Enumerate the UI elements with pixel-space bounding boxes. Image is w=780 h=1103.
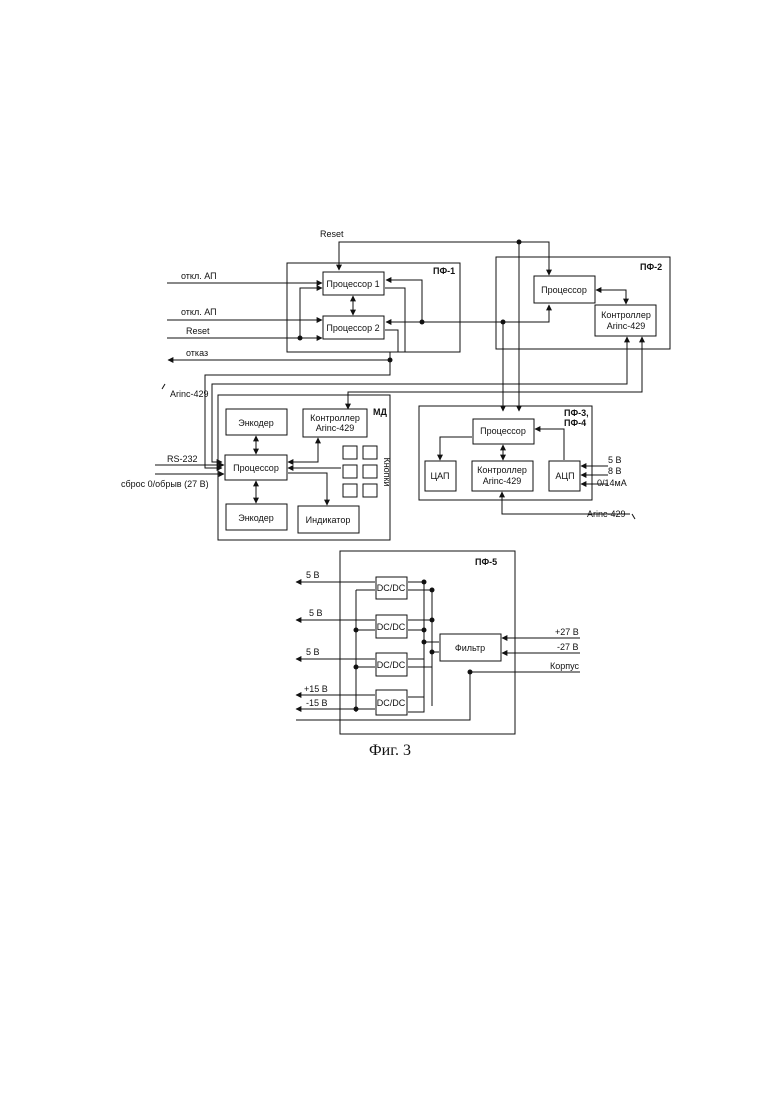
pf1-proc2-text: Процессор 2 — [326, 323, 379, 333]
figure-caption: Фиг. 3 — [0, 742, 780, 760]
md-button-5 — [343, 484, 357, 497]
pf1-join-line — [300, 288, 322, 338]
pf34-in2-text: 8 В — [608, 466, 622, 476]
md-proc-text: Процессор — [233, 463, 279, 473]
pf5-out5-text: -15 В — [306, 698, 328, 708]
junction-dot — [422, 628, 427, 633]
pf1-pf2-link — [422, 305, 549, 322]
pf5-in1-text: +27 В — [555, 627, 579, 637]
junction-dot — [354, 665, 359, 670]
pf1-otkaz-text: отказ — [186, 348, 208, 358]
md-ctrl-l1: Контроллер — [310, 413, 360, 423]
pf5-dcdc2-text: DC/DC — [377, 622, 406, 632]
pf2-ctrl-l2: Arinc-429 — [607, 321, 646, 331]
pf5-rail-a — [408, 582, 424, 712]
pf1-reset-text: Reset — [186, 326, 210, 336]
md-ctrl-l2: Arinc-429 — [316, 423, 355, 433]
md-button-2 — [363, 446, 377, 459]
md-buttons-text: Кнопки — [382, 457, 392, 486]
junction-dot — [501, 320, 506, 325]
pf5-out1-text: 5 В — [306, 570, 320, 580]
pf5-dcdc1-text: DC/DC — [377, 583, 406, 593]
junction-dot — [430, 650, 435, 655]
arinc-bus-3 — [205, 360, 390, 468]
pf34-in1-text: 5 В — [608, 455, 622, 465]
pf5-filter-text: Фильтр — [455, 643, 485, 653]
arinc-arrow-left — [162, 384, 165, 389]
junction-dot — [298, 336, 303, 341]
pf5-out3-text: 5 В — [306, 647, 320, 657]
junction-dot — [422, 640, 427, 645]
junction-dot — [420, 320, 425, 325]
pf5-rail-b — [408, 590, 432, 706]
pf5-korpus-line — [356, 672, 580, 720]
md-rs232-text: RS-232 — [167, 454, 198, 464]
junction-dot — [354, 707, 359, 712]
pf34-proc-text: Процессор — [480, 426, 526, 436]
pf2-ctrl-l1: Контроллер — [601, 310, 651, 320]
md-button-3 — [343, 465, 357, 478]
pf34-adc-proc-link — [535, 429, 564, 460]
md-sbros-text: сброс 0/обрыв (27 В) — [121, 479, 209, 489]
md-indicator-text: Индикатор — [306, 515, 351, 525]
pf34-adc-text: АЦП — [555, 471, 574, 481]
junction-dot — [354, 628, 359, 633]
pf34-arinc-arrow — [632, 514, 635, 519]
junction-dot — [468, 670, 473, 675]
pf34-label-l2: ПФ-4 — [564, 418, 586, 428]
md-proc-indicator-link — [288, 473, 327, 505]
pf5-out4-text: +15 В — [304, 684, 328, 694]
pf34-in3-text: 0/14мА — [597, 478, 627, 488]
pf1-proc1-text: Процессор 1 — [326, 279, 379, 289]
pf34-ctrl-l2: Arinc-429 — [483, 476, 522, 486]
pf1-otkl1-text: откл. АП — [181, 271, 217, 281]
junction-dot — [388, 358, 393, 363]
junction-dot — [430, 618, 435, 623]
md-proc-ctrl-link — [288, 438, 318, 462]
junction-dot — [430, 588, 435, 593]
pf1-right-link4 — [385, 330, 398, 352]
pf34-arinc-text: Arinc-429 — [587, 509, 626, 519]
pf5-dcdc3-text: DC/DC — [377, 660, 406, 670]
junction-dot — [422, 580, 427, 585]
pf5-in2-text: -27 В — [557, 642, 579, 652]
pf34-proc-dac-link — [440, 437, 472, 460]
pf34-dac-text: ЦАП — [430, 471, 449, 481]
pf1-right-link1 — [386, 280, 422, 322]
pf5-label: ПФ-5 — [475, 557, 497, 567]
pf34-ctrl-l1: Контроллер — [477, 465, 527, 475]
pf2-proc-ctrl-link — [596, 290, 626, 304]
junction-dot — [517, 240, 522, 245]
reset-top-text: Reset — [320, 229, 344, 239]
pf1-right-link3 — [385, 288, 405, 352]
pf5-dcdc4-text: DC/DC — [377, 698, 406, 708]
pf1-otkl2-text: откл. АП — [181, 307, 217, 317]
md-enc2-text: Энкодер — [238, 513, 274, 523]
md-button-6 — [363, 484, 377, 497]
arinc-bus-1 — [348, 337, 642, 409]
pf2-proc-text: Процессор — [541, 285, 587, 295]
pf5-in3-text: Корпус — [550, 661, 580, 671]
pf34-label-l1: ПФ-3, — [564, 408, 589, 418]
md-button-4 — [363, 465, 377, 478]
md-button-1 — [343, 446, 357, 459]
pf2-label: ПФ-2 — [640, 262, 662, 272]
pf5-out2-text: 5 В — [309, 608, 323, 618]
md-label: МД — [373, 407, 387, 417]
arinc-left-text: Arinc-429 — [170, 389, 209, 399]
md-enc1-text: Энкодер — [238, 418, 274, 428]
pf1-label: ПФ-1 — [433, 266, 455, 276]
